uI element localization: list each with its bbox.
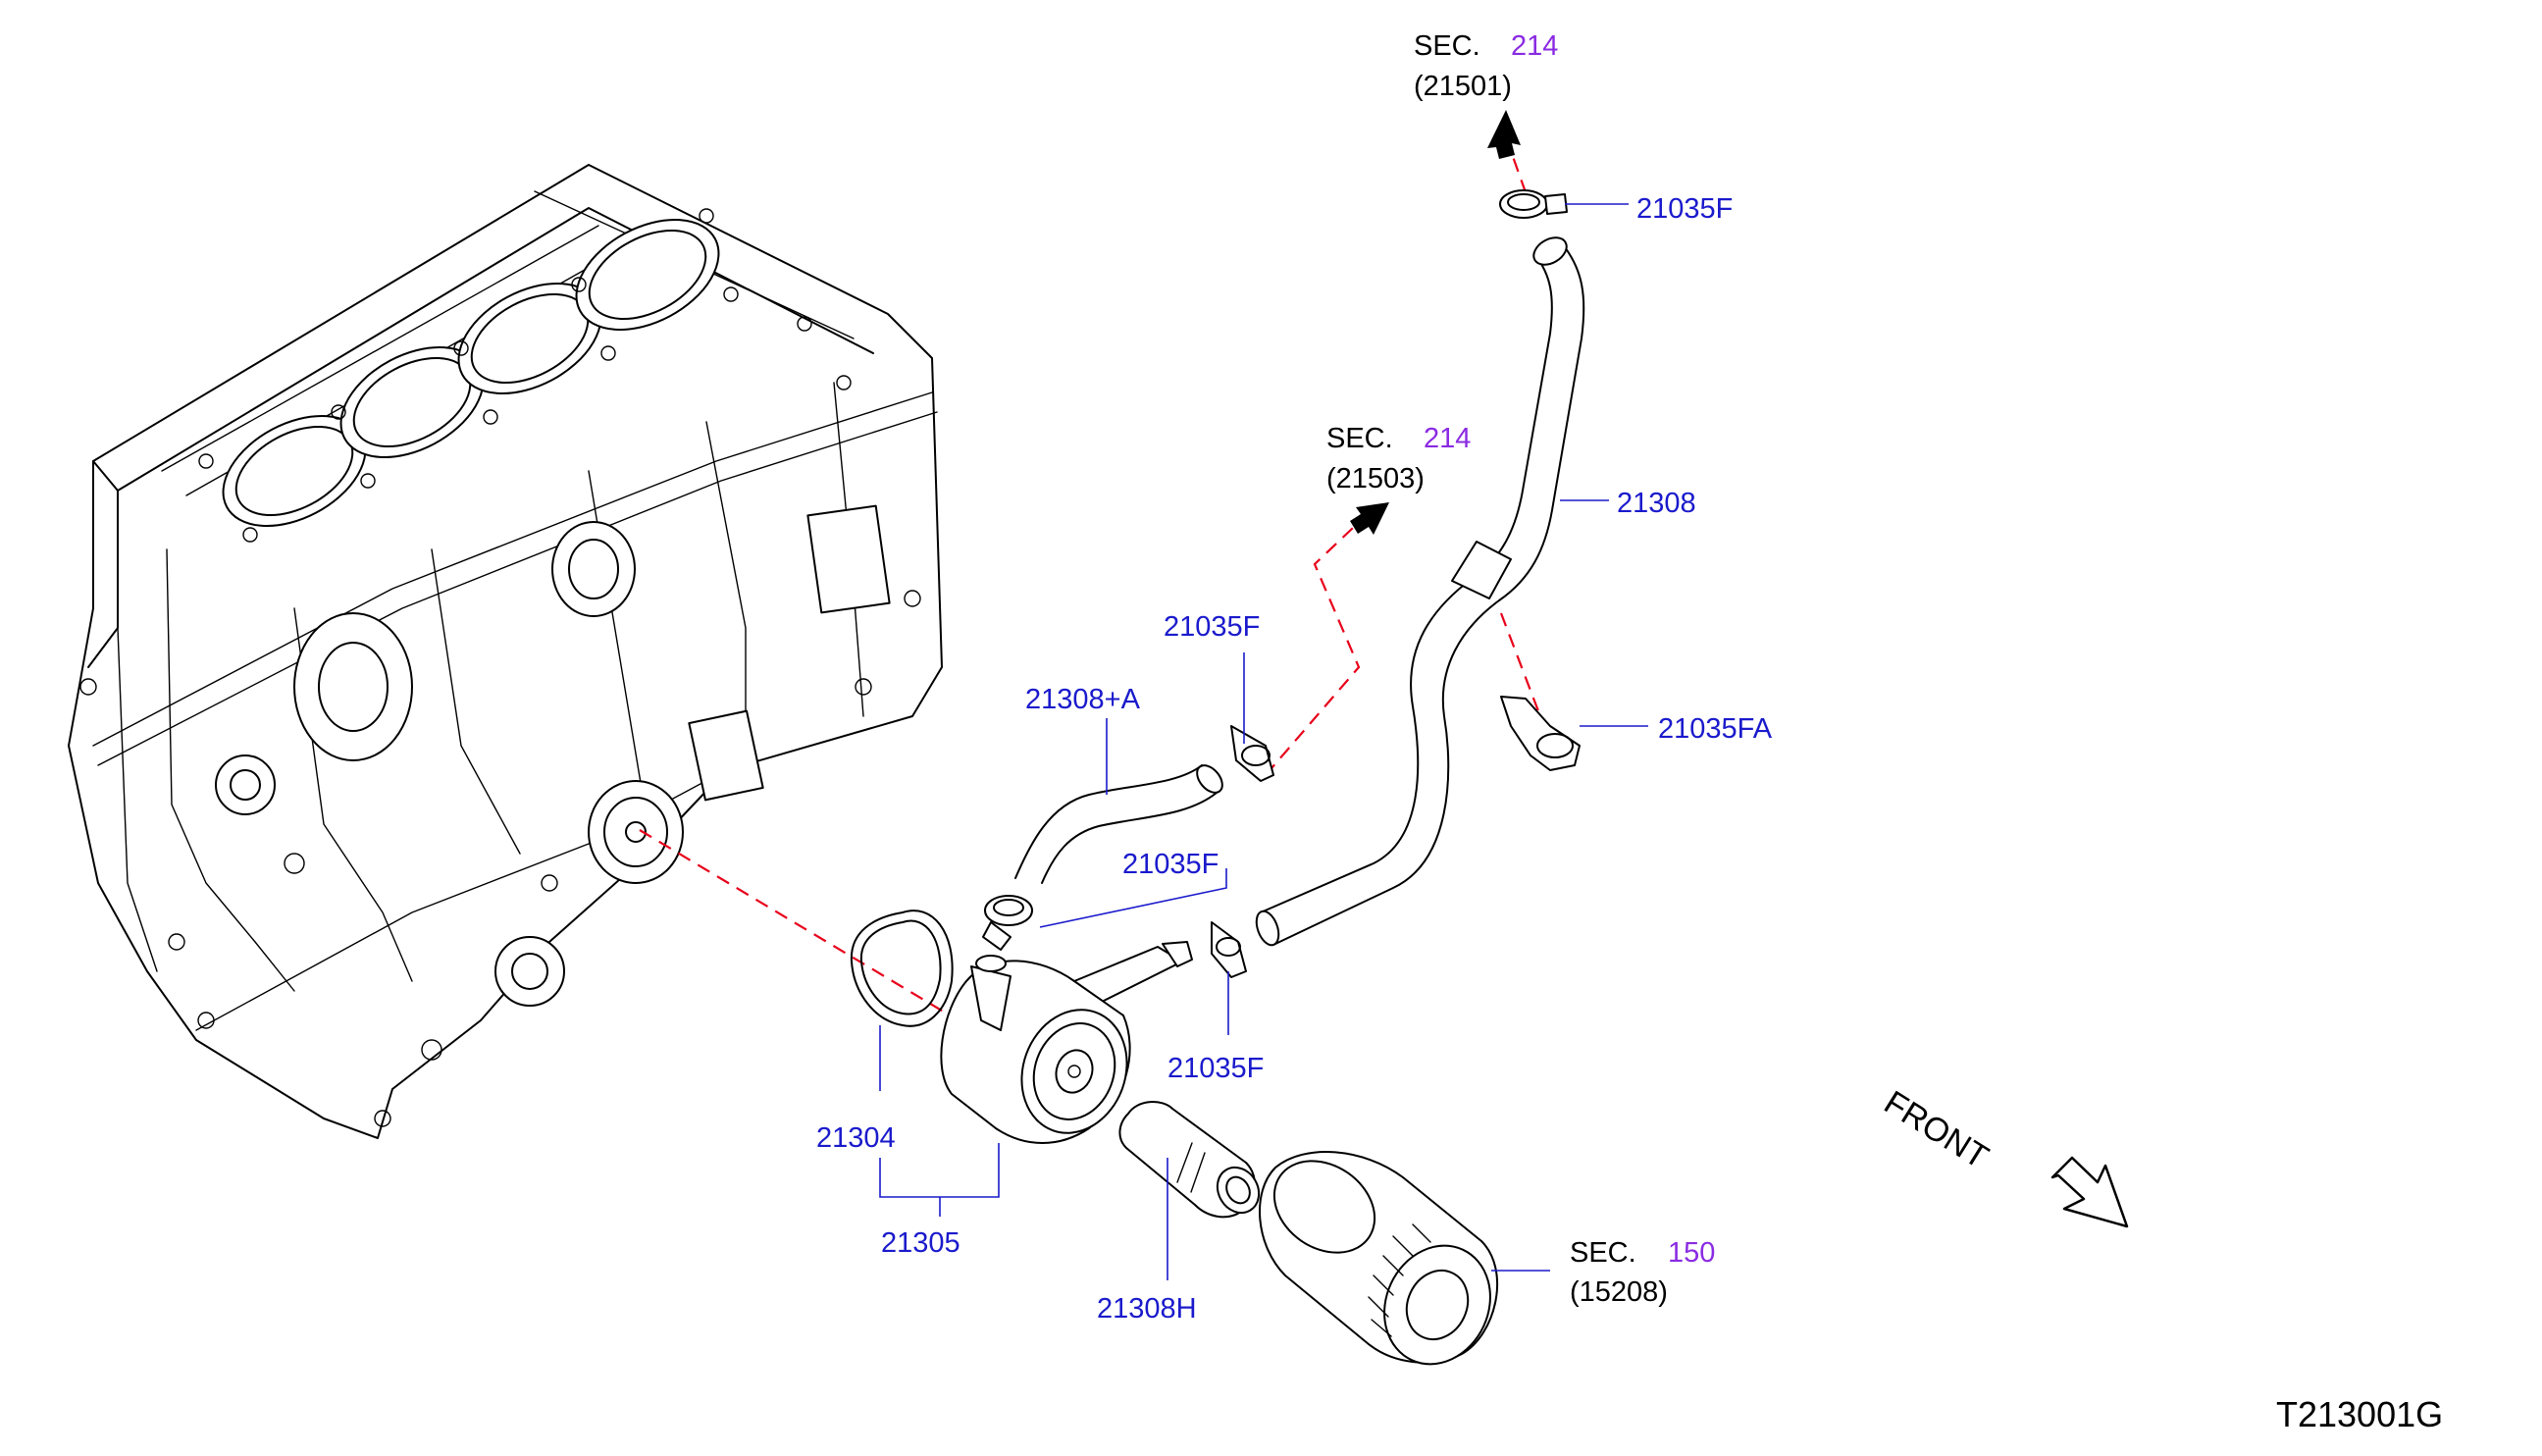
- water-hose-21308[interactable]: [1252, 233, 1585, 949]
- section-ref-top: SEC. 214 (21501): [1414, 30, 1558, 102]
- part-label-21035f[interactable]: 21035F: [1122, 849, 1219, 880]
- hose-clamp-top[interactable]: [1499, 189, 1568, 219]
- block-mounting-boss: [588, 780, 684, 884]
- part-label-21308[interactable]: 21308: [1617, 488, 1696, 519]
- part-label-21308-a[interactable]: 21308+A: [1025, 684, 1141, 715]
- section-ref-filter: SEC. 150 (15208): [1570, 1237, 1715, 1308]
- sec-part-ref: (15208): [1570, 1276, 1668, 1308]
- sec-prefix: SEC.: [1326, 423, 1393, 454]
- hose-clamp-bottom[interactable]: [1211, 921, 1247, 978]
- hose-clamp-low[interactable]: [982, 895, 1033, 951]
- sec-prefix: SEC.: [1414, 30, 1480, 62]
- part-label-21035f[interactable]: 21035F: [1636, 193, 1733, 225]
- hose-clamp-mid[interactable]: [1230, 725, 1274, 782]
- filled-arrow-icon: [1350, 502, 1389, 535]
- part-label-21308h[interactable]: 21308H: [1097, 1293, 1197, 1325]
- cylinder-bores: [222, 218, 720, 528]
- gasket-21304[interactable]: [850, 910, 954, 1027]
- oil-filter-15208[interactable]: [1257, 1142, 1509, 1381]
- sec-number-link[interactable]: 214: [1424, 423, 1471, 454]
- leader-lines: [879, 203, 1648, 1280]
- part-label-21035f[interactable]: 21035F: [1167, 1053, 1264, 1084]
- front-label: FRONT: [1878, 1084, 1995, 1176]
- part-label-21035fa[interactable]: 21035FA: [1658, 713, 1773, 745]
- sec-part-ref: (21501): [1414, 71, 1512, 102]
- connector-21308h[interactable]: [1118, 1101, 1267, 1221]
- water-hose-21308a[interactable]: [1014, 760, 1227, 884]
- diagram-code: T213001G: [2276, 1394, 2443, 1434]
- sec-part-ref: (21503): [1326, 463, 1425, 494]
- sec-number-link[interactable]: 150: [1668, 1237, 1715, 1269]
- part-label-21035f[interactable]: 21035F: [1164, 611, 1260, 643]
- arrow-outline-down-right-icon: [2050, 1156, 2129, 1228]
- part-label-21305[interactable]: 21305: [881, 1227, 960, 1259]
- sec-number-link[interactable]: 214: [1511, 30, 1558, 62]
- sec-prefix: SEC.: [1570, 1237, 1636, 1269]
- hose-clamp-21035fa[interactable]: [1500, 696, 1581, 771]
- section-ref-middle: SEC. 214 (21503): [1326, 423, 1471, 494]
- filled-arrow-icon: [1487, 110, 1521, 159]
- part-label-21304[interactable]: 21304: [816, 1122, 896, 1154]
- oil-cooler-21305[interactable]: [940, 941, 1193, 1148]
- cylinder-block-drawing: [68, 164, 943, 1139]
